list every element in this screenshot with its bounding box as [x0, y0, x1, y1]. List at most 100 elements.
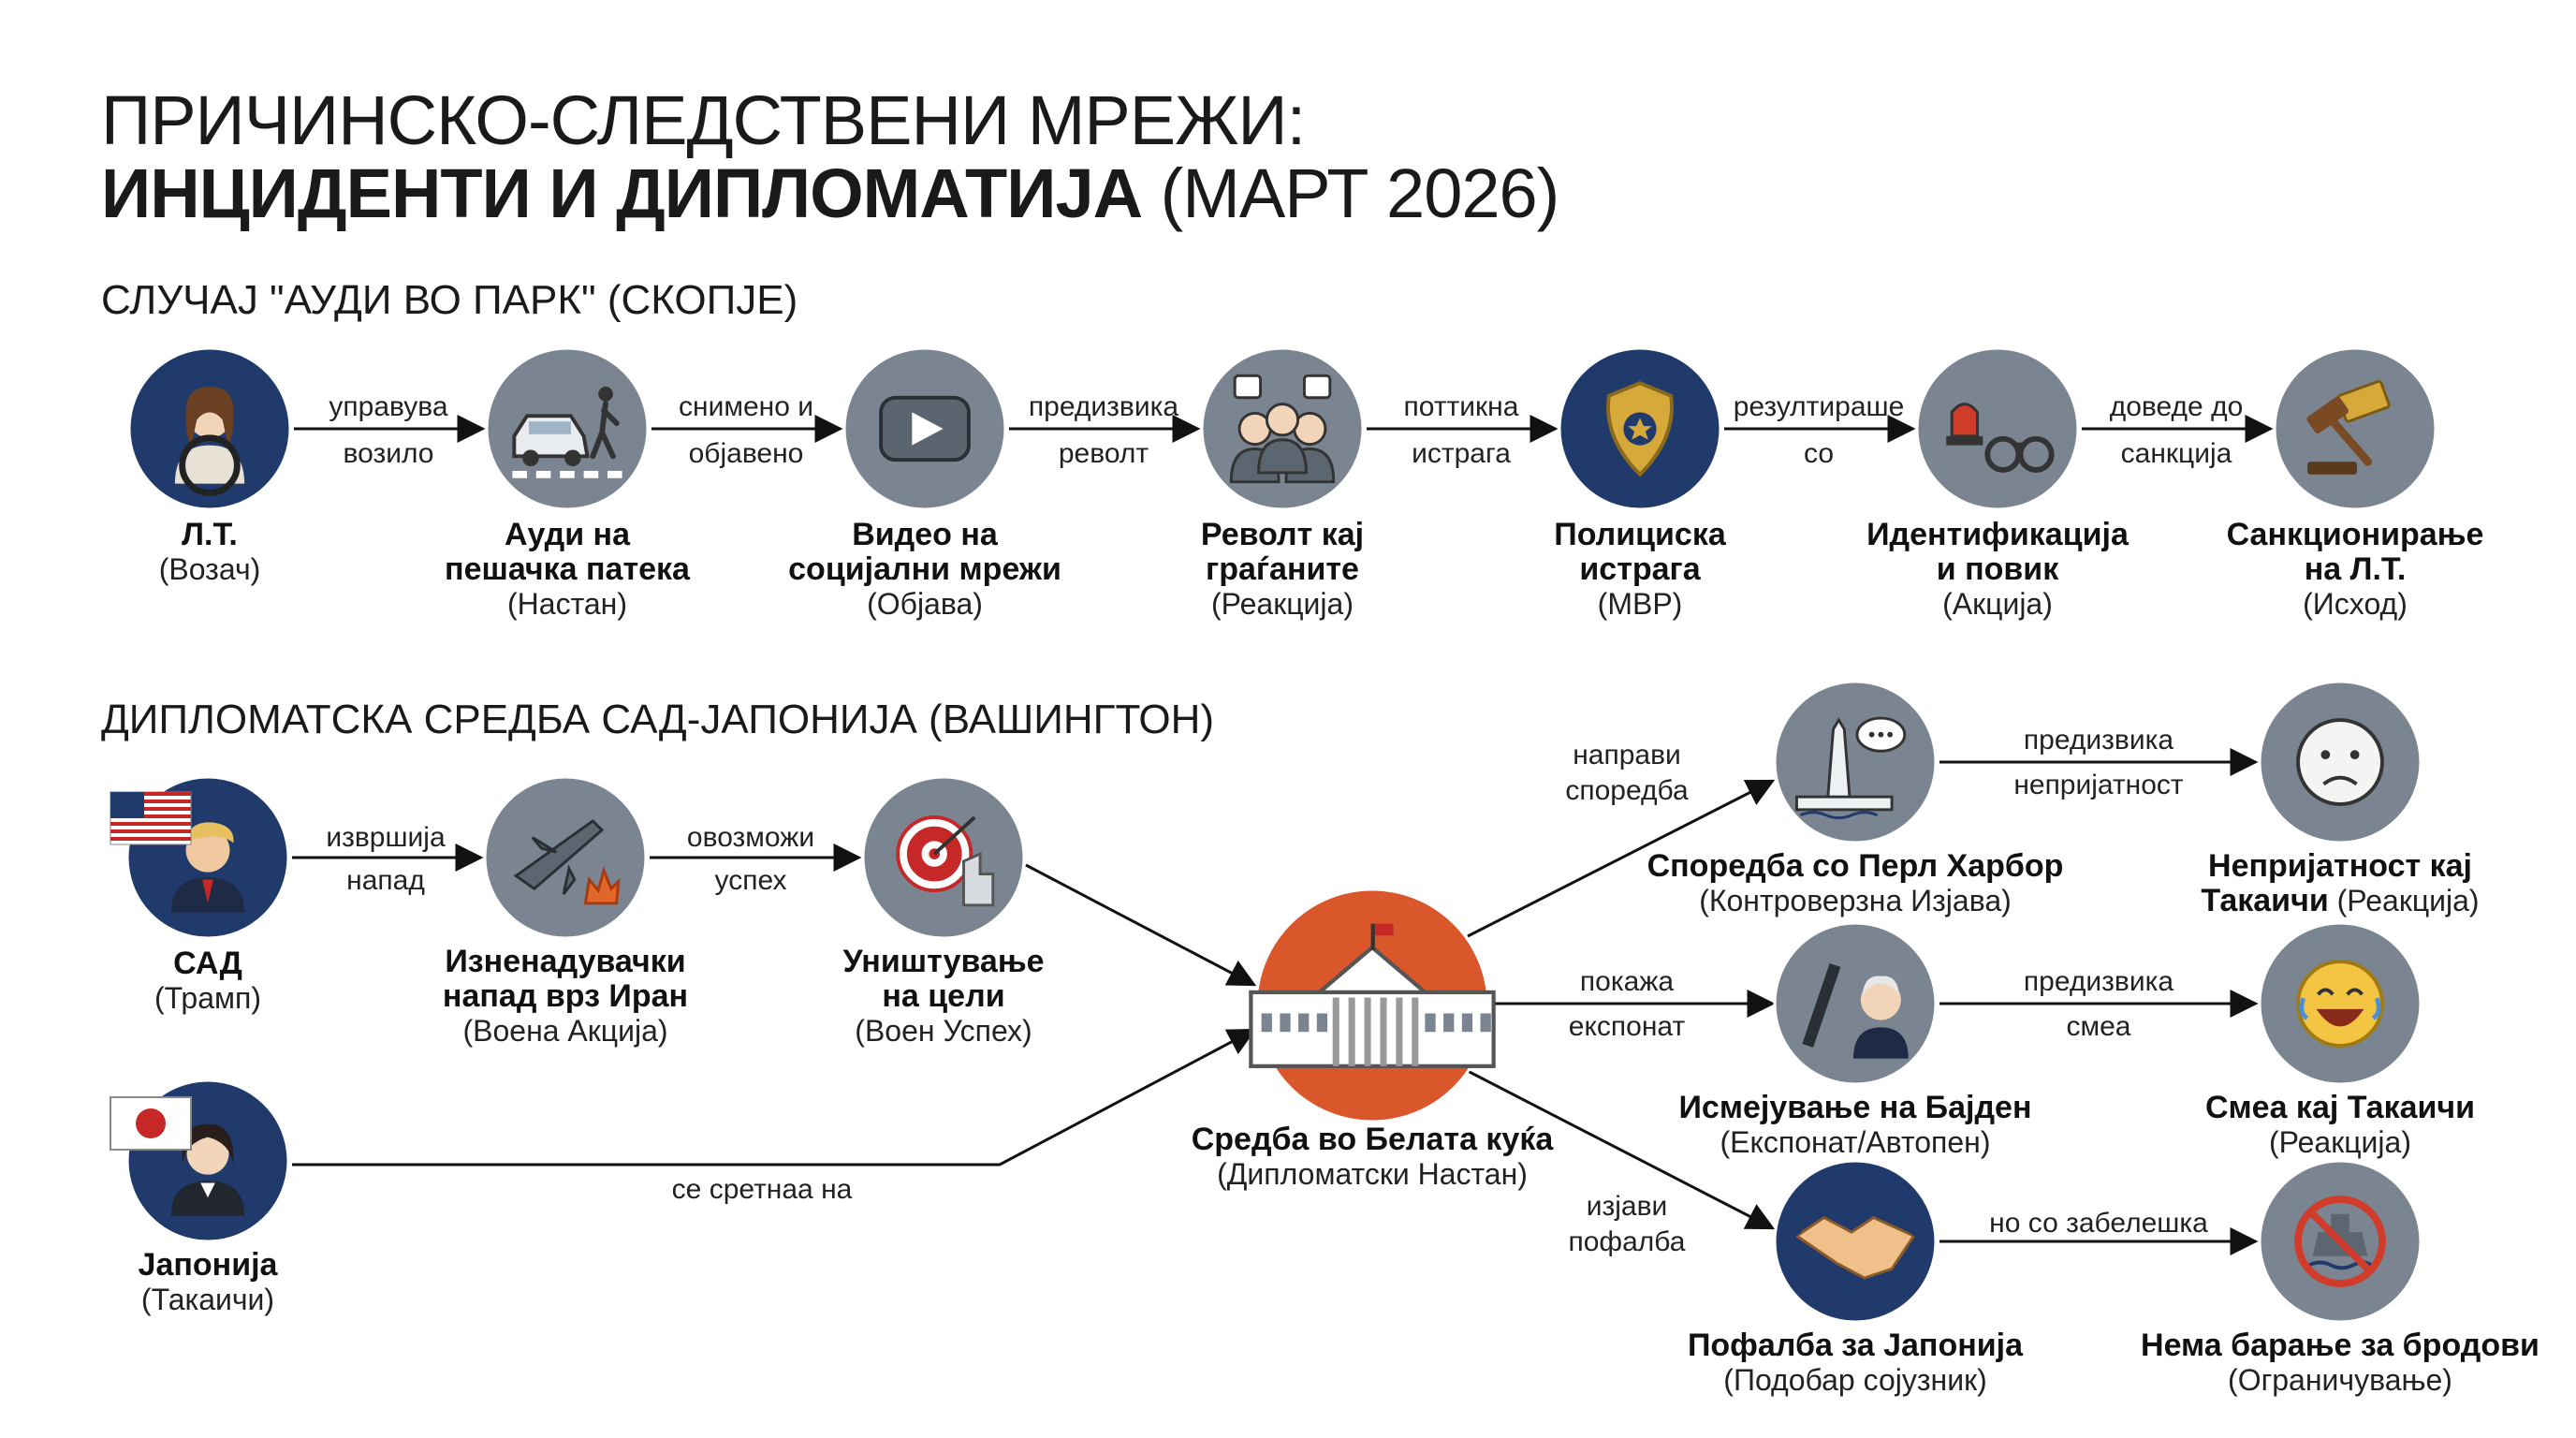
node-whitehouse	[1249, 888, 1496, 1123]
node-subtitle: (Дипломатски Настан)	[1217, 1157, 1528, 1191]
node-subtitle: (МВР)	[1598, 587, 1683, 621]
edge-label-s1: снимено и	[679, 391, 813, 422]
edge-label-s2: но со забелешка	[1989, 1208, 2208, 1239]
node-title: на Л.Т.	[2305, 551, 2407, 587]
node-title: Смеа кај Такаичи	[2205, 1090, 2475, 1125]
node-biden	[1773, 921, 1938, 1086]
handshake-icon	[1778, 1215, 1932, 1280]
edge-label-s1: револт	[1059, 438, 1149, 469]
us-flag-icon	[110, 791, 192, 845]
car-pedestrian-icon	[512, 387, 622, 478]
node-title: Такаичи (Реакција)	[2201, 883, 2479, 918]
node-subtitle: (Објава)	[867, 587, 983, 621]
node-police	[1558, 346, 1722, 511]
arrow-wh-praise	[1467, 1069, 1776, 1230]
no-ships-icon	[2294, 1196, 2386, 1287]
edge-label-s1: предизвика	[1029, 391, 1178, 422]
arrow-wh-pearl	[1467, 779, 1776, 938]
driver-icon	[174, 387, 245, 496]
node-discomfort	[2258, 680, 2422, 844]
node-video	[842, 346, 1007, 511]
node-title: Видео на	[852, 517, 999, 552]
node-title: на цели	[882, 978, 1004, 1014]
node-audi	[485, 346, 650, 511]
section2-title: ДИПЛОМАТСКА СРЕДБА САД-ЈАПОНИЈА (ВАШИНГТ…	[101, 697, 1215, 742]
edge-label-s2: покажа	[1580, 966, 1674, 997]
node-noships	[2258, 1159, 2422, 1324]
node-circle	[2273, 346, 2437, 511]
edge-label-s1: истрага	[1412, 438, 1511, 469]
node-subtitle: (Исход)	[2303, 587, 2408, 621]
edge-label-s2: овозможи	[687, 822, 814, 853]
japan-flag-icon	[110, 1096, 192, 1151]
node-title: Л.Т.	[182, 517, 238, 552]
edge-label-s1: санкција	[2121, 438, 2232, 469]
laughing-face-icon	[2296, 960, 2384, 1048]
edge-label-s2: пофалба	[1569, 1226, 1686, 1257]
node-subtitle: (Трамп)	[154, 981, 261, 1015]
edge-label-s2: експонат	[1569, 1011, 1686, 1042]
edge-label-s2: споредба	[1565, 775, 1689, 806]
node-subtitle: (Воена Акција)	[462, 1014, 667, 1048]
gavel-ticket-icon	[2306, 379, 2391, 475]
edge-label-s2: извршија	[326, 822, 446, 853]
node-circle	[1773, 680, 1938, 844]
node-subtitle: (Подобар сојузник)	[1723, 1363, 1986, 1397]
node-title: пешачка патека	[445, 551, 691, 587]
node-subtitle: (Воен Успех)	[855, 1014, 1032, 1048]
node-title: Средба во Белата куќа	[1192, 1122, 1555, 1157]
edge-label-s2: напад	[346, 865, 425, 896]
node-pearl	[1773, 680, 1938, 844]
edge-label-s1: резултираше	[1734, 391, 1905, 422]
page-title-bold: ИНЦИДЕНТИ И ДИПЛОМАТИЈА	[101, 154, 1143, 232]
node-subtitle: (Такаичи)	[141, 1283, 274, 1316]
node-attack	[483, 775, 648, 940]
node-subtitle: (Настан)	[507, 587, 627, 621]
node-laugh	[2258, 921, 2422, 1086]
white-house-icon	[1249, 923, 1496, 1068]
node-subtitle: (Реакција)	[2269, 1125, 2411, 1159]
node-destroy	[861, 775, 1026, 940]
node-sanction	[2273, 346, 2437, 511]
node-subtitle: (Ограничување)	[2228, 1363, 2452, 1397]
pen-biden-icon	[1802, 963, 1909, 1059]
node-title: Полициска	[1554, 517, 1727, 552]
node-title: Револт кај	[1201, 517, 1364, 552]
node-title: САД	[173, 946, 242, 981]
edge-label-s1: управува	[329, 391, 447, 422]
video-play-icon	[879, 395, 971, 462]
edge-label-s1: со	[1804, 438, 1834, 469]
node-title: напад врз Иран	[443, 978, 688, 1014]
edge-label-s2: смеа	[2067, 1011, 2131, 1042]
node-ident	[1915, 346, 2080, 511]
node-title: Идентификација	[1866, 517, 2130, 552]
node-title: Санкционирање	[2227, 517, 2484, 552]
node-title: Пофалба за Јапонија	[1688, 1328, 2024, 1363]
node-title: граѓаните	[1206, 551, 1359, 587]
arrow-destroy-wh	[1025, 863, 1257, 987]
edge-label-s2: направи	[1573, 740, 1681, 770]
page-title-line2: ИНЦИДЕНТИ И ДИПЛОМАТИЈА (МАРТ 2026)	[101, 154, 1559, 233]
node-title: истрага	[1579, 551, 1701, 587]
edge-label-s2: непријатност	[2013, 770, 2184, 800]
crowd-icon	[1229, 374, 1336, 484]
edge-label-s1: доведе до	[2110, 391, 2244, 422]
node-subtitle: (Експонат/Автопен)	[1720, 1125, 1991, 1159]
edge-label-s1: возило	[344, 438, 434, 469]
node-title: социјални мрежи	[788, 551, 1061, 587]
police-badge-icon	[1606, 381, 1674, 477]
edge-label-s1: објавено	[689, 438, 804, 469]
node-subtitle: (Акција)	[1942, 587, 2053, 621]
page-title-date: (МАРТ 2026)	[1142, 154, 1560, 232]
node-subtitle: (Реакција)	[1211, 587, 1354, 621]
target-ruins-icon	[896, 815, 995, 907]
section1-title: СЛУЧАЈ "АУДИ ВО ПАРК" (СКОПЈЕ)	[101, 277, 798, 323]
node-circle	[1915, 346, 2080, 511]
node-title: Уништување	[842, 944, 1044, 979]
node-title: Исмејување на Бајден	[1678, 1090, 2031, 1125]
edge-label-s2: предизвика	[2024, 966, 2174, 997]
node-title: Споредба со Перл Харбор	[1647, 848, 2064, 884]
siren-handcuffs-icon	[1946, 403, 2055, 473]
memorial-speech-icon	[1794, 716, 1907, 820]
